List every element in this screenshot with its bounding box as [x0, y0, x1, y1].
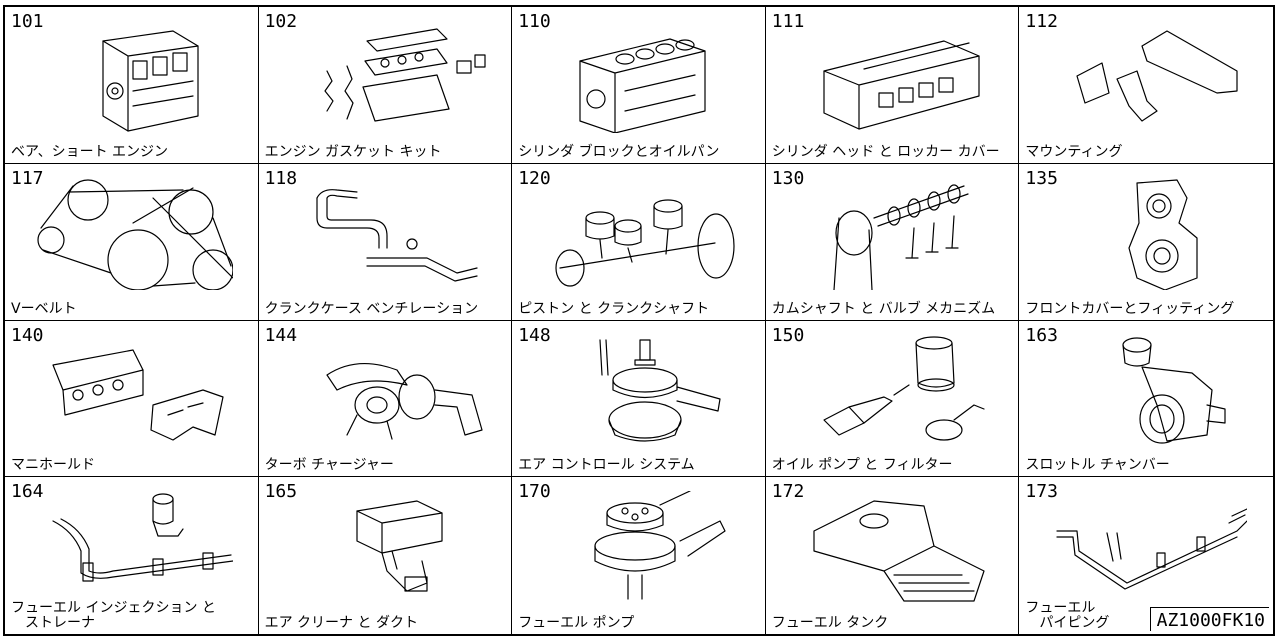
- catalog-cell-163[interactable]: 163 スロットル チャンバー: [1019, 321, 1273, 478]
- part-label: フロントカバーとフィッティング: [1025, 300, 1235, 317]
- part-code: 173: [1025, 481, 1058, 503]
- catalog-cell-130[interactable]: 130 カムシャフト と バルブ メカニズム: [765, 163, 1020, 321]
- part-label: シリンダ ヘッド と ロッカー カバー: [771, 143, 1000, 160]
- part-code: 140: [11, 324, 44, 346]
- catalog-cell-118[interactable]: 118 クランクケース ベンチレーション: [258, 163, 513, 321]
- fuel-piping-icon: [1056, 508, 1248, 590]
- front-cover-icon: [1128, 179, 1198, 290]
- part-code: 130: [771, 167, 805, 189]
- part-code: 165: [264, 481, 298, 503]
- piston-crankshaft-icon: [555, 199, 735, 287]
- part-code: 164: [11, 481, 44, 503]
- part-label: ベア、ショート エンジン: [11, 143, 169, 160]
- part-code: 110: [518, 11, 551, 32]
- catalog-cell-144[interactable]: 144 ターボ チャージャー: [258, 320, 513, 478]
- part-code: 144: [264, 324, 298, 346]
- part-label: エア クリーナ と ダクト: [264, 615, 418, 631]
- part-code: 112: [1025, 11, 1058, 32]
- part-code: 117: [11, 167, 44, 189]
- part-label: シリンダ ブロックとオイルパン: [518, 143, 720, 160]
- part-label: フューエル タンク: [771, 615, 889, 631]
- fuel-injection-icon: [52, 493, 233, 582]
- turbocharger-icon: [325, 362, 483, 440]
- part-code: 111: [771, 11, 805, 32]
- cylinder-block-icon: [579, 38, 706, 133]
- part-code: 102: [264, 11, 298, 32]
- fuel-pump-icon: [594, 491, 726, 600]
- part-label: ターボ チャージャー: [264, 457, 394, 474]
- part-label: クランクケース ベンチレーション: [264, 300, 479, 317]
- part-code: 170: [518, 481, 551, 503]
- part-code: 118: [264, 167, 298, 189]
- catalog-cell-102[interactable]: 102 エンジン ガスケット キット: [258, 7, 513, 164]
- throttle-chamber-icon: [1122, 336, 1226, 444]
- manifold-icon: [52, 348, 224, 441]
- part-label: スロットル チャンバー: [1025, 457, 1170, 474]
- part-label: Vーベルト: [11, 300, 77, 317]
- part-label: エア コントロール システム: [518, 457, 695, 474]
- part-label: オイル ポンプ と フィルター: [771, 457, 953, 474]
- catalog-cell-165[interactable]: 165 エア クリーナ と ダクト: [259, 477, 513, 634]
- part-label: ピストン と クランクシャフト: [518, 300, 710, 317]
- fuel-tank-icon: [813, 500, 985, 602]
- catalog-cell-150[interactable]: 150 オイル ポンプ と フィルター: [765, 320, 1020, 478]
- catalog-cell-117[interactable]: 117 Vーベルト: [5, 163, 259, 321]
- catalog-cell-135[interactable]: 135 フロントカバーとフィッティング: [1019, 164, 1273, 321]
- air-cleaner-icon: [355, 500, 443, 592]
- catalog-cell-101[interactable]: 101 ベア、ショート エンジン: [5, 7, 259, 164]
- catalog-cell-173[interactable]: 173 フューエル パイピング AZ1000FK10: [1019, 477, 1273, 634]
- part-label: マウンティング: [1025, 143, 1123, 160]
- part-label: マニホールド: [11, 457, 95, 474]
- v-belt-icon: [37, 179, 233, 290]
- parts-catalog-grid: 101 ベア、ショート エンジン 102 エンジン ガスケット キット 110: [3, 5, 1275, 636]
- catalog-cell-120[interactable]: 120 ピストン と クランクシャフト: [512, 163, 766, 321]
- mounting-icon: [1076, 30, 1238, 122]
- gasket-kit-icon: [323, 28, 486, 122]
- part-code: 101: [11, 11, 44, 32]
- part-label: エンジン ガスケット キット: [264, 143, 442, 160]
- catalog-cell-148[interactable]: 148 エア コントロール システム: [512, 320, 766, 478]
- diagram-code: AZ1000FK10: [1149, 607, 1269, 631]
- catalog-cell-172[interactable]: 172 フューエル タンク: [766, 477, 1020, 634]
- air-control-icon: [599, 338, 721, 442]
- part-label: カムシャフト と バルブ メカニズム: [771, 300, 996, 317]
- part-label: フューエル インジェクション と ストレーナ: [11, 600, 216, 631]
- part-code: 172: [771, 481, 805, 503]
- part-label: フューエル パイピング: [1025, 600, 1110, 631]
- cylinder-head-icon: [823, 40, 980, 130]
- part-label: フューエル ポンプ: [518, 615, 635, 631]
- part-code: 148: [518, 324, 551, 346]
- catalog-cell-140[interactable]: 140 マニホールド: [5, 320, 259, 478]
- oil-pump-filter-icon: [823, 335, 985, 441]
- catalog-cell-170[interactable]: 170 フューエル ポンプ: [512, 477, 766, 634]
- catalog-cell-164[interactable]: 164 フューエル インジェクション と ストレーナ: [5, 477, 259, 634]
- catalog-cell-110[interactable]: 110 シリンダ ブロックとオイルパン: [512, 7, 766, 164]
- camshaft-valve-icon: [833, 184, 969, 290]
- catalog-cell-111[interactable]: 111 シリンダ ヘッド と ロッカー カバー: [765, 7, 1020, 164]
- part-code: 135: [1025, 167, 1058, 189]
- part-code: 163: [1025, 324, 1058, 346]
- catalog-cell-112[interactable]: 112 マウンティング: [1019, 7, 1273, 164]
- engine-block-icon: [102, 30, 199, 132]
- crankcase-ventilation-icon: [315, 188, 478, 282]
- part-code: 150: [771, 324, 805, 346]
- part-code: 120: [518, 167, 551, 189]
